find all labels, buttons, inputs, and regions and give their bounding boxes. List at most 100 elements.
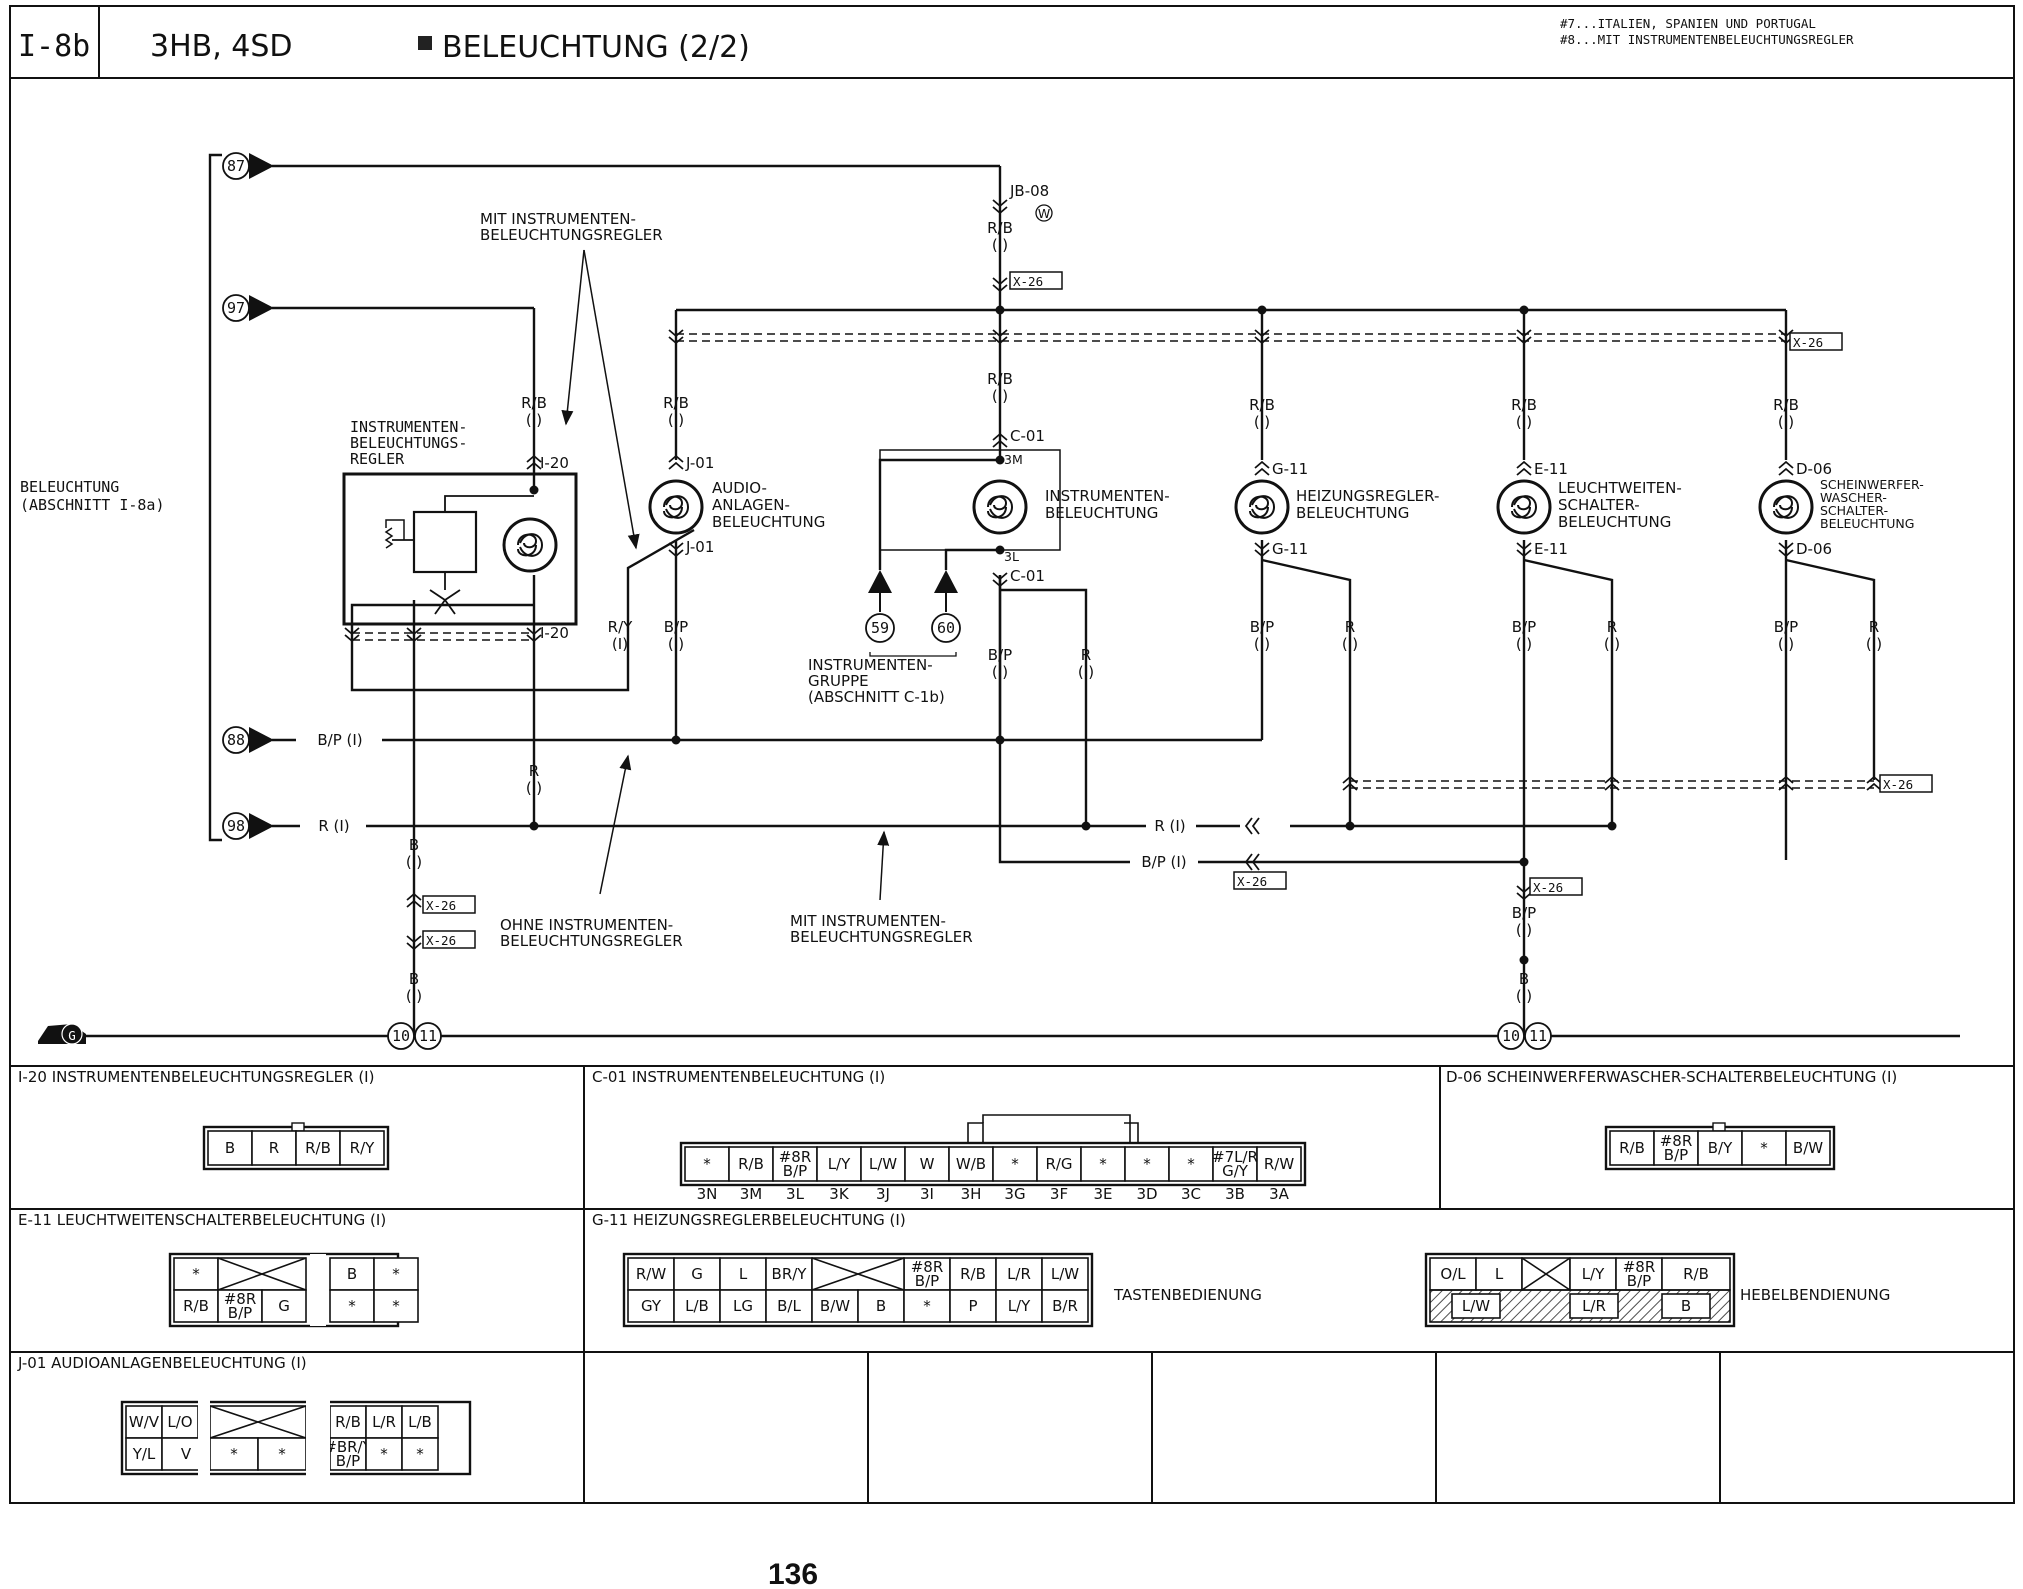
svg-text:(I): (I) — [406, 853, 422, 871]
d06-cell: R/B — [1609, 1130, 1655, 1166]
terminal-88: 88 — [222, 726, 274, 754]
svg-text:INSTRUMENTEN-: INSTRUMENTEN- — [1045, 487, 1170, 505]
junction-dots — [529, 305, 1617, 965]
svg-text:*: * — [380, 1445, 388, 1463]
svg-text:G-11: G-11 — [1272, 460, 1308, 478]
svg-text:GRUPPE: GRUPPE — [808, 672, 869, 690]
g11-tast-cell: #8RB/P — [903, 1257, 951, 1291]
c01-cell: L/W — [860, 1146, 906, 1182]
g11-tast-cell: B/L — [765, 1289, 813, 1323]
svg-text:SCHALTER-: SCHALTER- — [1820, 503, 1888, 518]
svg-text:R/B: R/B — [335, 1413, 361, 1431]
svg-text:R/B: R/B — [987, 370, 1013, 388]
c01-pin-label: 3A — [1269, 1185, 1290, 1203]
svg-text:X-26: X-26 — [1883, 777, 1913, 792]
svg-text:59: 59 — [871, 619, 889, 637]
g11-tast-cell: R/B — [949, 1257, 997, 1291]
svg-text:*: * — [1760, 1139, 1768, 1157]
svg-text:#8R: #8R — [911, 1258, 944, 1276]
g11-hebel-cell: #8RB/P — [1615, 1257, 1663, 1291]
svg-text:87: 87 — [227, 157, 245, 175]
g11-hebel-cell: R/B — [1661, 1257, 1731, 1291]
ground-terminals-right: 10 11 — [1497, 1022, 1552, 1050]
c01-cell: W/B — [948, 1146, 994, 1182]
svg-text:ANLAGEN-: ANLAGEN- — [712, 496, 790, 514]
c01-pin-label: 3C — [1181, 1185, 1201, 1203]
svg-text:#BR/Y: #BR/Y — [324, 1438, 372, 1456]
e11-cell: * — [173, 1257, 219, 1291]
terminal-87: 87 — [222, 152, 274, 180]
svg-text:B: B — [225, 1139, 235, 1157]
d06-cell: * — [1741, 1130, 1787, 1166]
svg-text:(I): (I) — [992, 663, 1008, 681]
e11-cell: * — [373, 1257, 419, 1291]
d06-cell: #8RB/P — [1653, 1130, 1699, 1166]
svg-text:*: * — [392, 1297, 400, 1315]
j01-cell: * — [365, 1437, 403, 1471]
j01-cell: Y/L — [125, 1437, 163, 1471]
e11-cell: G — [261, 1289, 307, 1323]
d06-title: D-06 SCHEINWERFERWASCHER-SCHALTERBELEUCH… — [1446, 1068, 1897, 1086]
g11-hebel-cell: L/W — [1451, 1293, 1501, 1319]
svg-text:#8R: #8R — [779, 1148, 812, 1166]
svg-text:(I): (I) — [1778, 413, 1794, 431]
svg-text:(I): (I) — [1778, 635, 1794, 653]
svg-text:G: G — [68, 1028, 76, 1043]
ground-left: G — [38, 1023, 86, 1045]
c01-cell: #8RB/P — [772, 1146, 818, 1182]
svg-text:11: 11 — [1529, 1027, 1547, 1045]
svg-text:10: 10 — [392, 1027, 410, 1045]
g11-tast-cell: R/W — [627, 1257, 675, 1291]
svg-text:(I): (I) — [1516, 413, 1532, 431]
svg-text:D-06: D-06 — [1796, 460, 1832, 478]
svg-text:(I): (I) — [526, 411, 542, 429]
svg-text:B: B — [1519, 970, 1529, 988]
svg-text:HEIZUNGSREGLER-: HEIZUNGSREGLER- — [1296, 487, 1439, 505]
svg-text:R/B: R/B — [987, 219, 1013, 237]
svg-text:WASCHER-: WASCHER- — [1820, 490, 1887, 505]
c01-pin-label: 3G — [1004, 1185, 1025, 1203]
c01-cell: R/B — [728, 1146, 774, 1182]
svg-text:J-01: J-01 — [685, 538, 714, 556]
g11-hebel-label: HEBELBENDIENUNG — [1740, 1286, 1890, 1304]
svg-text:REGLER: REGLER — [350, 450, 405, 468]
svg-text:B/P: B/P — [988, 646, 1012, 664]
j01-blank-cell — [209, 1405, 307, 1439]
g11-hebel-cell: O/L — [1429, 1257, 1477, 1291]
c01-pin-label: 3N — [697, 1185, 718, 1203]
c01-pin-label: 3K — [829, 1185, 850, 1203]
svg-text:(I): (I) — [992, 387, 1008, 405]
svg-text:3M: 3M — [1004, 452, 1023, 467]
c01-cell: * — [1168, 1146, 1214, 1182]
svg-text:*: * — [278, 1445, 286, 1463]
svg-text:J-01: J-01 — [685, 454, 714, 472]
e11-blank-cell — [217, 1257, 307, 1291]
j01-cell: * — [401, 1437, 439, 1471]
svg-text:W: W — [1038, 206, 1050, 221]
e11-title: E-11 LEUCHTWEITENSCHALTERBELEUCHTUNG (I) — [18, 1211, 386, 1229]
svg-text:L/R: L/R — [1007, 1265, 1031, 1283]
instr-group-terminals: 59 60 — [865, 570, 961, 657]
i20-title: I-20 INSTRUMENTENBELEUCHTUNGSREGLER (I) — [18, 1068, 374, 1086]
page-number: 136 — [768, 1558, 818, 1589]
svg-text:(I): (I) — [992, 236, 1008, 254]
side-label-1: BELEUCHTUNG — [20, 478, 119, 496]
models-label: 3HB, 4SD — [150, 29, 293, 64]
g11-hebel-cell: L/Y — [1569, 1257, 1617, 1291]
svg-text:*: * — [703, 1155, 711, 1173]
svg-text:BELEUCHTUNGSREGLER: BELEUCHTUNGSREGLER — [480, 226, 663, 244]
svg-text:INSTRUMENTEN-: INSTRUMENTEN- — [350, 418, 467, 436]
c01-pin-label: 3F — [1050, 1185, 1068, 1203]
svg-text:(I): (I) — [1604, 635, 1620, 653]
svg-text:X-26: X-26 — [1237, 874, 1267, 889]
c01-pin-label: 3D — [1136, 1185, 1157, 1203]
g11-tast-cell: * — [903, 1289, 951, 1323]
svg-text:C-01: C-01 — [1010, 427, 1045, 445]
svg-text:R/B: R/B — [1249, 396, 1275, 414]
svg-text:(I): (I) — [406, 987, 422, 1005]
j01-cell: W/V — [125, 1405, 163, 1439]
svg-text:R/B: R/B — [1511, 396, 1537, 414]
svg-text:(I): (I) — [1516, 635, 1532, 653]
svg-text:10: 10 — [1502, 1027, 1520, 1045]
